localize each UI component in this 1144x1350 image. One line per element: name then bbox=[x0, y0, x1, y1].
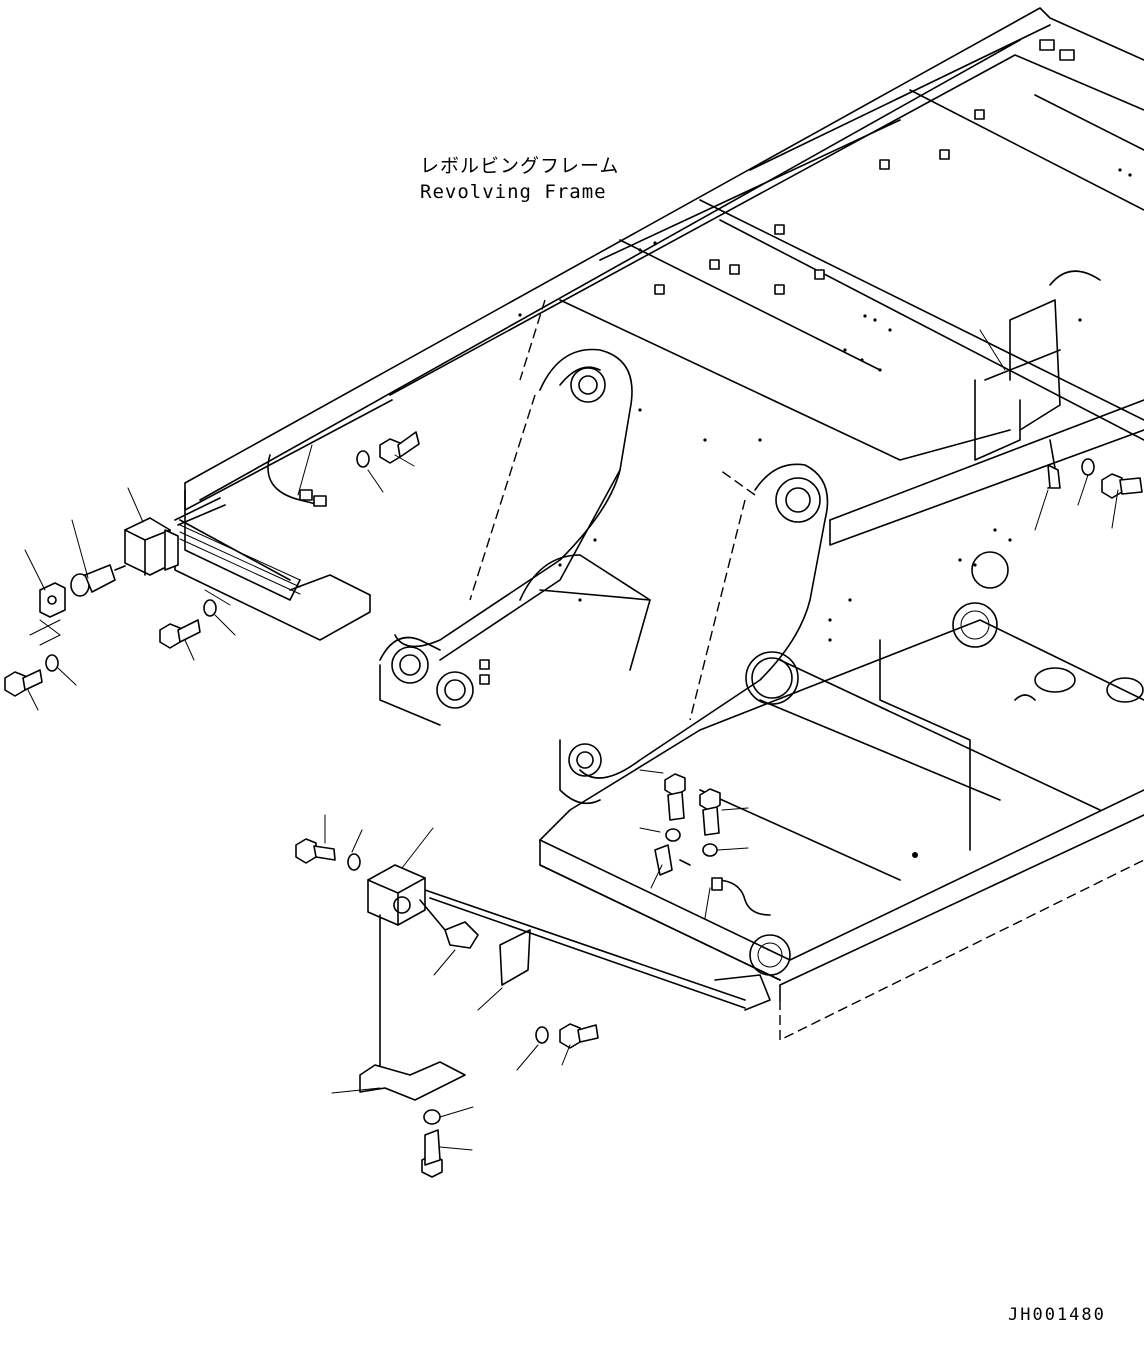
frame-label-english: Revolving Frame bbox=[420, 181, 607, 203]
leader-lines bbox=[24, 329, 1119, 1151]
left-bracket-assembly bbox=[29, 489, 371, 646]
lower-horn-assembly bbox=[295, 773, 771, 1178]
boom-bracket-right bbox=[436, 463, 829, 805]
revolving-frame bbox=[184, 7, 1144, 1042]
bolt-set-right bbox=[1047, 458, 1143, 499]
bolt-set-left bbox=[4, 431, 420, 697]
boom-bracket-left bbox=[379, 299, 633, 726]
deck-blocks bbox=[479, 39, 1075, 685]
drawing-number: JH001480 bbox=[1008, 1305, 1106, 1325]
frame-details bbox=[518, 168, 1144, 976]
frame-label-japanese: レボルビングフレーム bbox=[420, 155, 620, 177]
